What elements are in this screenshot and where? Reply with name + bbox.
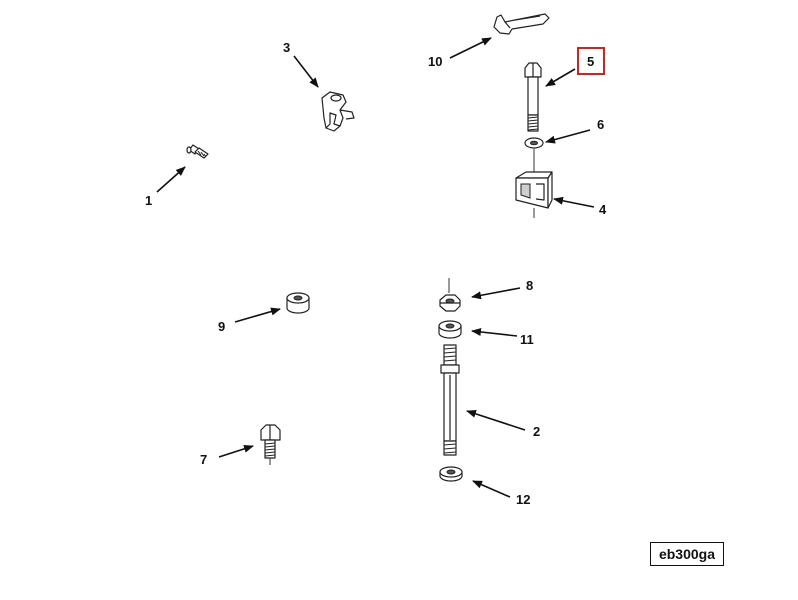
part-11-washer [438,320,462,339]
callout-1[interactable]: 1 [145,193,152,208]
figure-id-label: eb300ga [650,542,724,566]
callout-7[interactable]: 7 [200,452,207,467]
leader-5 [545,68,576,87]
part-1-stud [186,144,209,159]
leader-8 [471,287,521,300]
callout-6[interactable]: 6 [597,117,604,132]
part-12-washer [439,466,463,482]
part-8-nut [439,294,461,312]
callout-5-highlight-box [577,47,605,75]
leader-3 [293,55,319,88]
callout-3[interactable]: 3 [283,40,290,55]
leader-2 [466,410,526,431]
callout-5[interactable]: 5 [587,54,594,69]
part-9-spacer [286,292,310,314]
part-4-mount-block [515,171,553,218]
part-5-bolt [524,62,542,132]
callout-8[interactable]: 8 [526,278,533,293]
part-2-stud [440,344,460,456]
callout-9[interactable]: 9 [218,319,225,334]
part-7-bolt [260,424,281,465]
part-3-clamp [321,91,355,132]
figure-id-text: eb300ga [658,546,716,562]
leader-12 [472,480,511,498]
callout-12[interactable]: 12 [516,492,530,507]
leader-9 [234,307,281,323]
callout-4[interactable]: 4 [599,202,607,217]
part-10-bracket [493,13,550,35]
leader-6 [545,129,591,144]
leader-7 [218,444,254,458]
leader-10 [449,37,492,59]
leader-4 [553,196,595,208]
leader-1 [156,166,186,193]
callout-11[interactable]: 11 [520,332,534,347]
leader-11 [471,328,518,337]
part-6-washer [524,137,544,149]
callout-10[interactable]: 10 [428,54,442,69]
callout-2[interactable]: 2 [533,424,540,439]
